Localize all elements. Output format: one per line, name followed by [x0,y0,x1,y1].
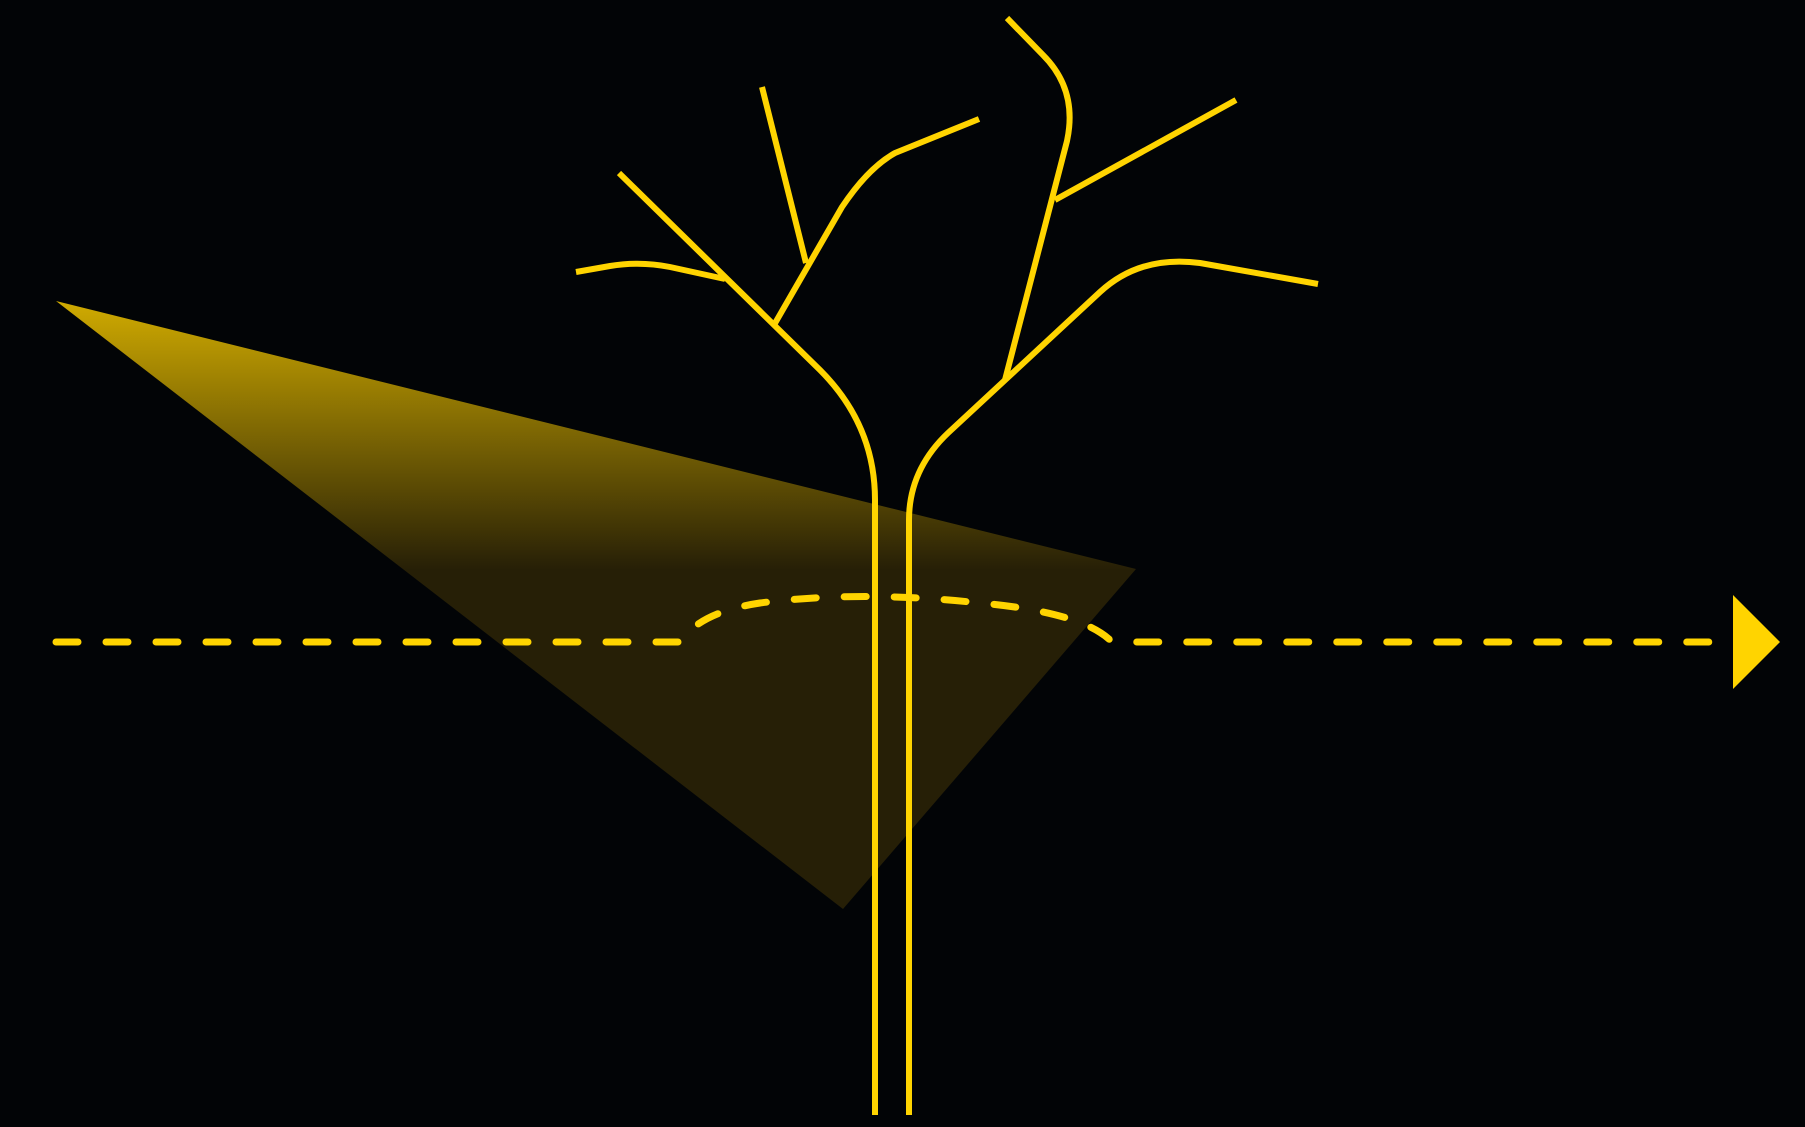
right-branch-side [1055,100,1236,200]
left-branch-low [576,264,725,279]
triangle-arrow-icon [1733,595,1780,689]
left-branch-up [762,87,806,263]
left-branch-mid [774,119,979,325]
light-beam-cone [56,301,1136,909]
